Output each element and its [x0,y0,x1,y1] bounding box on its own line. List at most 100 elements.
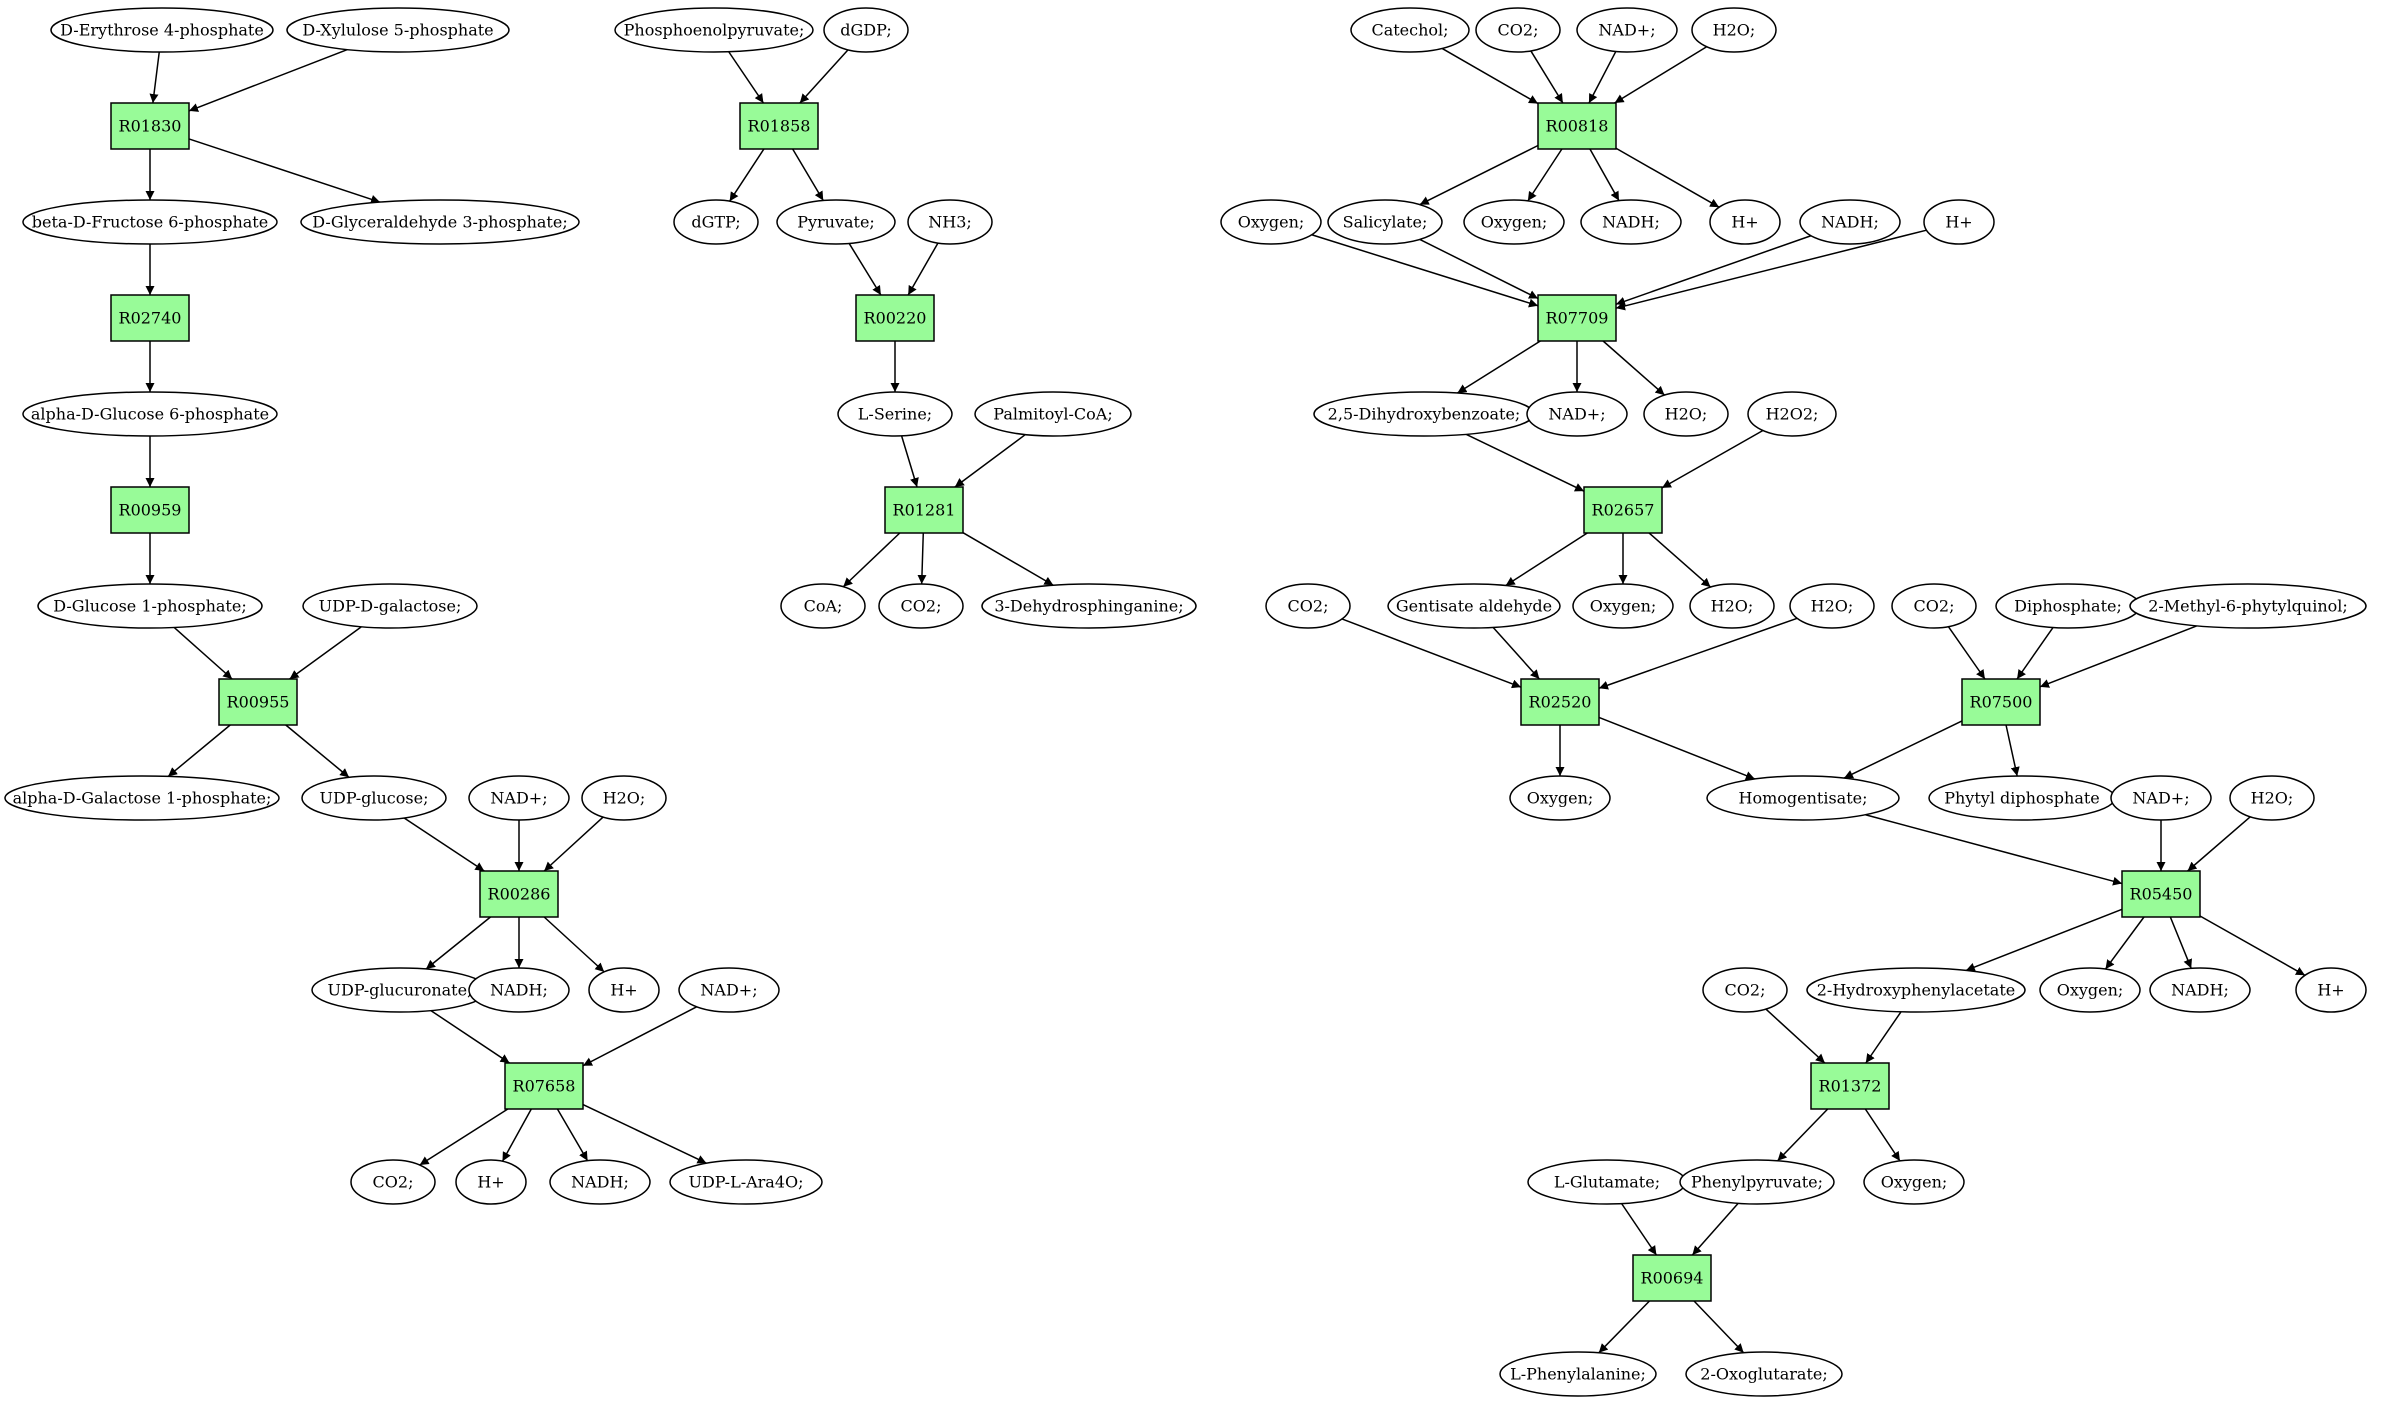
reaction-box [1810,1062,1890,1110]
compound-ellipse [1526,391,1628,437]
compound-ellipse [2110,775,2212,821]
reaction-box [479,870,559,918]
node-label: H2O; [1811,597,1854,616]
node-label: Oxygen; [1881,1173,1948,1192]
reaction-node-R07500: R07500 [1961,678,2041,726]
node-label: H2O; [2251,789,2294,808]
compound-node-h2o_f: H2O; [1789,583,1875,629]
compound-ellipse [37,583,263,629]
edge-hp_d-to-R07709 [1615,229,1927,311]
node-label: NADH; [571,1173,629,1192]
edge-co2_e-to-R07500 [1947,626,1986,680]
compound-ellipse [549,1159,651,1205]
edge-R00818-to-oxy_b [1527,148,1563,202]
edges-layer [145,46,2306,1354]
edge-h2o_f-to-R02520 [1598,617,1798,690]
edge-R07709-to-dhb [1457,340,1541,394]
edge-R07500-to-phytyldp [2005,724,2020,777]
node-label: Salicylate; [1343,213,1428,232]
compound-node-oxy_d: Oxygen; [1509,775,1611,821]
edge-R07658-to-hp_b [501,1108,532,1162]
compound-node-h2o_e: H2O; [1689,583,1775,629]
compound-node-nadh_c: NADH; [1580,199,1682,245]
edge-h2o_a-to-R00286 [543,816,604,872]
edge-R01858-to-dgtp [729,148,765,202]
compound-ellipse [669,1159,823,1205]
edge-diphos-to-R07500 [2016,627,2054,680]
compound-ellipse [673,199,759,245]
reaction-node-R01372: R01372 [1810,1062,1890,1110]
compound-node-h2o_g: H2O; [2229,775,2315,821]
reaction-node-R01830: R01830 [110,102,190,150]
edge-pep-to-R01858 [728,51,765,104]
edge-R00286-to-udpglcu [425,916,491,970]
edge-R00955-to-adgal1p [167,724,231,777]
compound-node-h2o_c: H2O; [1691,7,1777,53]
compound-ellipse [1509,775,1611,821]
node-label: R01281 [893,501,956,520]
edge-R02657-to-h2o_e [1648,532,1712,588]
compound-node-dhb: 2,5-Dihydroxybenzoate; [1313,391,1535,437]
compound-node-adg6p: alpha-D-Glucose 6-phosphate [22,391,278,437]
node-label: NH3; [928,213,972,232]
reaction-node-R02740: R02740 [110,294,190,342]
compound-node-oxy_f: Oxygen; [1863,1159,1965,1205]
node-label: Gentisate aldehyde [1396,597,1552,616]
compound-node-nad_b: NAD+; [678,967,780,1013]
compound-node-lser: L-Serine; [837,391,953,437]
node-label: D-Xylulose 5-phosphate [302,21,493,40]
edge-R07658-to-nadh_b [556,1108,589,1162]
compound-ellipse [1580,199,1682,245]
edge-h2o2-to-R02657 [1661,429,1764,489]
node-label: NAD+; [2132,789,2189,808]
compound-ellipse [837,391,953,437]
node-label: 2-Hydroxyphenylacetate [1817,981,2015,1000]
reaction-node-R07658: R07658 [504,1062,584,1110]
compound-node-dgtp: dGTP; [673,199,759,245]
node-label: 2,5-Dihydroxybenzoate; [1328,405,1521,424]
reaction-node-R00694: R00694 [1632,1254,1712,1302]
edge-nh3-to-R00220 [907,242,939,296]
compound-node-nadh_e: NADH; [2149,967,2251,1013]
edge-R05450-to-oxy_e [2104,916,2145,970]
node-label: 2-Oxoglutarate; [1700,1365,1827,1384]
compound-ellipse [1387,583,1561,629]
edge-catechol-to-R00818 [1441,47,1539,105]
node-label: Diphosphate; [2014,597,2122,616]
node-label: R05450 [2130,885,2193,904]
node-label: L-Phenylalanine; [1510,1365,1646,1384]
reaction-box [2121,870,2201,918]
edge-udpglc-to-R00286 [403,817,485,872]
compound-ellipse [455,1159,527,1205]
node-label: H+ [1731,213,1758,232]
node-label: H2O; [603,789,646,808]
edge-R00818-to-nadh_c [1589,148,1620,202]
node-label: Oxygen; [1527,789,1594,808]
node-label: H2O; [1711,597,1754,616]
edge-pyr-to-R00220 [848,243,882,296]
node-label: Oxygen; [1481,213,1548,232]
compound-node-hp_c: H+ [1709,199,1781,245]
node-label: R07658 [513,1077,576,1096]
node-label: H+ [2317,981,2344,1000]
reaction-box [1961,678,2041,726]
compound-ellipse [2149,967,2251,1013]
node-label: L-Serine; [858,405,932,424]
edge-co2_c-to-R00818 [1530,50,1564,104]
compound-ellipse [581,775,667,821]
node-label: CO2; [1498,21,1539,40]
node-label: Palmitoyl-CoA; [993,405,1112,424]
compound-ellipse [878,583,964,629]
compound-ellipse [974,391,1132,437]
node-label: NAD+; [700,981,757,1000]
node-label: H+ [1945,213,1972,232]
edge-co2_d-to-R02520 [1341,618,1522,689]
compound-ellipse [50,7,274,53]
node-label: beta-D-Fructose 6-phosphate [32,213,268,232]
reaction-box [1537,102,1617,150]
compound-node-salic: Salicylate; [1327,199,1443,245]
reaction-node-R01858: R01858 [739,102,819,150]
compound-ellipse [1685,1351,1843,1397]
node-label: R00955 [227,693,290,712]
